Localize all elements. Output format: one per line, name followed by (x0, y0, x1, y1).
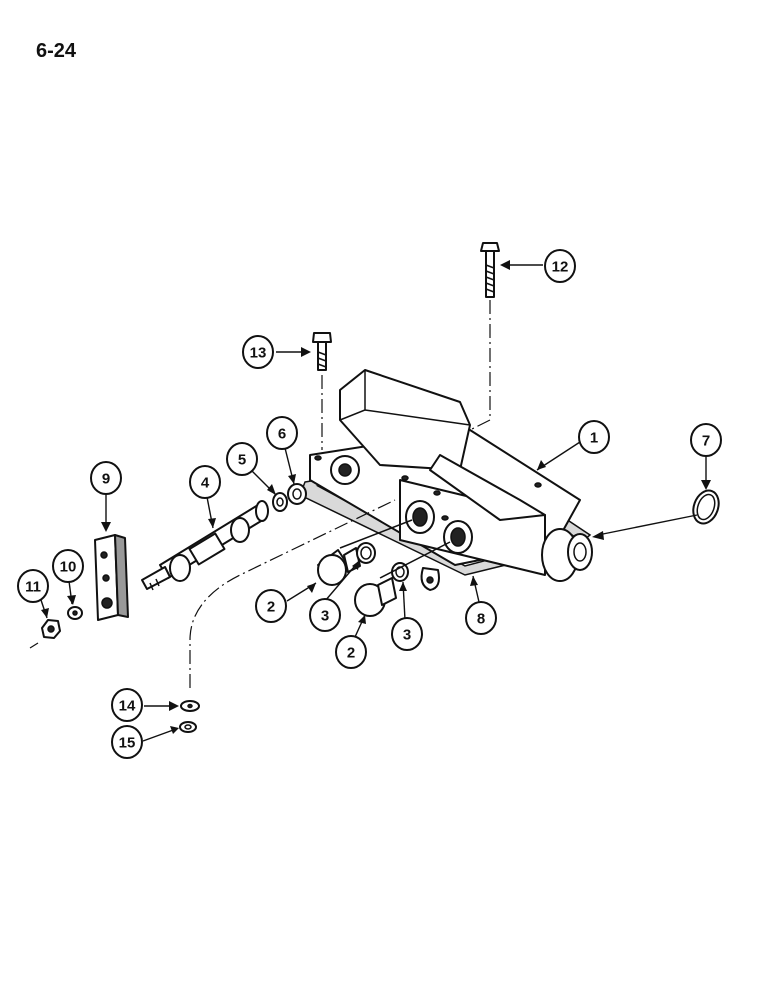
callout-label: 14 (119, 698, 136, 715)
oring-3a-part (356, 542, 376, 564)
nut-axis (29, 642, 39, 649)
callout-circle (242, 335, 274, 369)
spool-part (141, 500, 269, 591)
callout-label: 1 (590, 430, 598, 447)
bolt-12-path (469, 300, 491, 431)
callout-c15: 15 (111, 725, 143, 759)
callout-c10: 10 (52, 549, 84, 583)
callout-c12: 12 (544, 249, 576, 283)
callout-c3b: 3 (391, 617, 423, 651)
callout-c13: 13 (242, 335, 274, 369)
callout-label: 3 (321, 608, 329, 625)
plug-2b-part (354, 577, 397, 617)
arrowheads (41, 260, 711, 734)
callout-label: 2 (267, 599, 275, 616)
callout-circle (90, 461, 122, 495)
callout-circle (309, 598, 341, 632)
washer-15-part (179, 721, 197, 733)
callout-circle (544, 249, 576, 283)
page-number: 6-24 (36, 40, 77, 62)
callout-c8: 8 (465, 601, 497, 635)
callout-c2a: 2 (255, 589, 287, 623)
callout-circle (226, 442, 258, 476)
bolt-13-part (312, 332, 332, 371)
callout-label: 9 (102, 471, 110, 488)
seal-5-part (272, 492, 288, 512)
callout-label: 5 (238, 452, 246, 469)
callout-c4: 4 (189, 465, 221, 499)
plug-alignment-lines (339, 519, 451, 579)
washer-14-part (180, 700, 200, 712)
callout-circle (335, 635, 367, 669)
callout-label: 12 (552, 259, 569, 276)
oring-3b-part (391, 562, 409, 582)
seal-6-part (287, 483, 307, 505)
callout-label: 4 (201, 475, 210, 492)
callout-circle (111, 688, 143, 722)
callout-c11: 11 (17, 569, 49, 603)
callout-c1: 1 (578, 420, 610, 454)
bolt-12-part (480, 242, 500, 298)
callout-circle (690, 423, 722, 457)
callout-circle (17, 569, 49, 603)
callout-circle (111, 725, 143, 759)
callout-c6: 6 (266, 416, 298, 450)
fastener-14-path (189, 499, 396, 688)
callout-circle (391, 617, 423, 651)
valve-housing-part (309, 369, 593, 591)
callout-label: 15 (119, 735, 136, 752)
callout-circle (578, 420, 610, 454)
callout-label: 6 (278, 426, 286, 443)
nut-11-part (41, 619, 61, 639)
callout-c9: 9 (90, 461, 122, 495)
callout-label: 10 (60, 559, 77, 576)
washer-10-part (67, 606, 83, 620)
callout-circle (465, 601, 497, 635)
callout-c2b: 2 (335, 635, 367, 669)
callout-label: 11 (25, 579, 41, 596)
link-part (94, 534, 129, 621)
callout-label: 13 (250, 345, 267, 362)
callout-circle (189, 465, 221, 499)
callout-label: 2 (347, 645, 355, 662)
callout-circle (255, 589, 287, 623)
callout-label: 3 (403, 627, 411, 644)
callout-circle (52, 549, 84, 583)
callout-label: 7 (702, 433, 710, 450)
ring-7-part (692, 489, 720, 525)
callout-c14: 14 (111, 688, 143, 722)
callout-c5: 5 (226, 442, 258, 476)
callout-c3a: 3 (309, 598, 341, 632)
callout-c7: 7 (690, 423, 722, 457)
callout-circle (266, 416, 298, 450)
callout-label: 8 (477, 611, 485, 628)
